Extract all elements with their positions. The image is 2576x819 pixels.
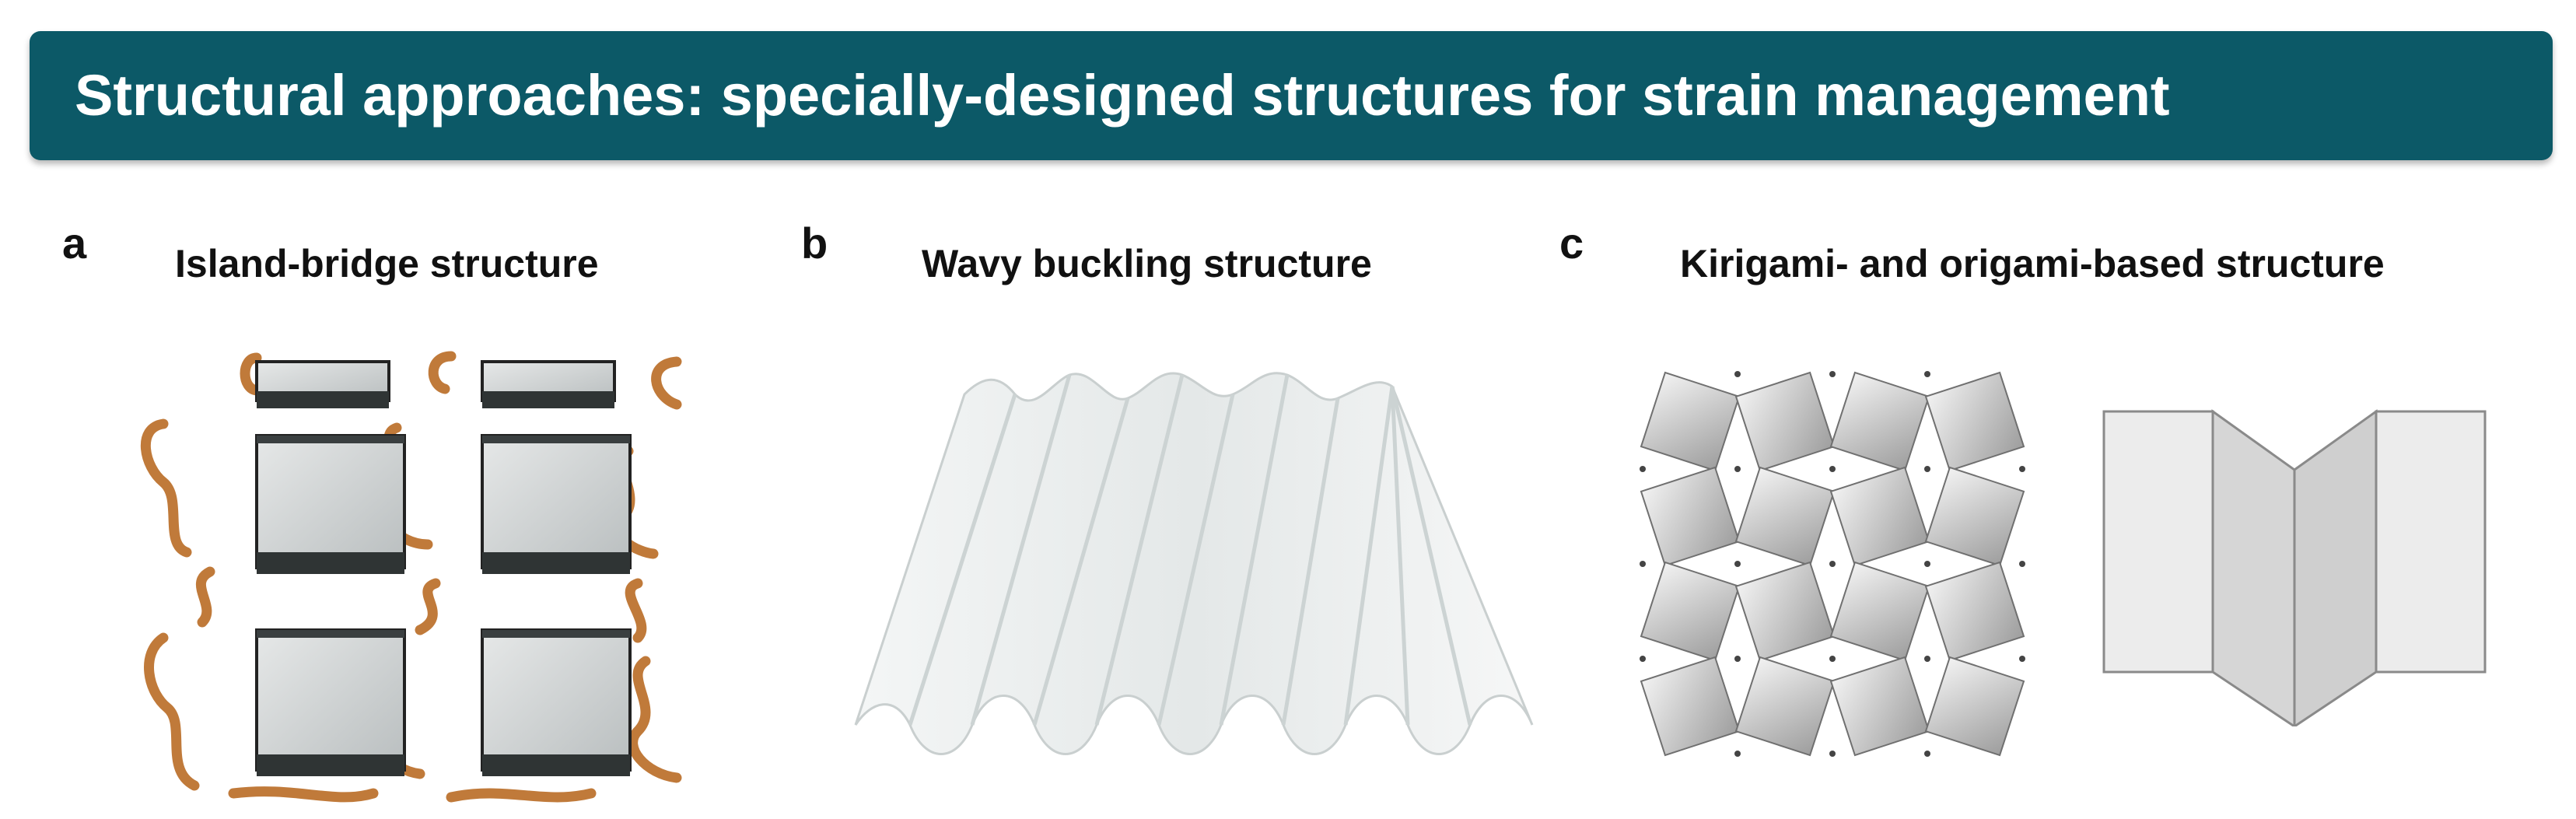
island-bridge-illustration bbox=[140, 351, 682, 803]
title-banner: Structural approaches: specially-designe… bbox=[30, 31, 2553, 160]
hinge-dot bbox=[1734, 466, 1741, 472]
hinge-dot bbox=[1924, 656, 1930, 662]
kirigami-square bbox=[1640, 371, 1741, 472]
hinge-dot bbox=[1734, 656, 1741, 662]
panel-title-a: Island-bridge structure bbox=[175, 242, 599, 285]
kirigami-square bbox=[1924, 656, 2025, 757]
hinge-dot bbox=[1924, 371, 1930, 377]
kirigami-square bbox=[1924, 561, 2025, 662]
kirigami-square bbox=[1829, 561, 1930, 662]
hinge-dot bbox=[1734, 371, 1741, 377]
kirigami-square bbox=[1829, 466, 1930, 567]
panel-letter-c: c bbox=[1559, 219, 1584, 268]
hinge-dot bbox=[1924, 561, 1930, 567]
panel-letter-a: a bbox=[62, 219, 87, 268]
kirigami-square bbox=[1829, 371, 1930, 472]
hinge-dot bbox=[1640, 561, 1646, 567]
origami-folded-panels bbox=[2102, 409, 2487, 726]
hinge-dot bbox=[2019, 656, 2025, 662]
panel-letter-b: b bbox=[801, 219, 828, 268]
hinge-dot bbox=[1734, 561, 1741, 567]
banner-title: Structural approaches: specially-designe… bbox=[75, 63, 2170, 128]
kirigami-square bbox=[1734, 561, 1836, 662]
kirigami-square bbox=[1924, 466, 2025, 567]
hinge-dot bbox=[1924, 466, 1930, 472]
hinge-dot bbox=[1640, 656, 1646, 662]
kirigami-square bbox=[1640, 656, 1741, 757]
rigid-islands bbox=[255, 360, 632, 776]
hinge-dot bbox=[1734, 751, 1741, 757]
hinge-dot bbox=[1829, 466, 1836, 472]
panel-title-c: Kirigami- and origami-based structure bbox=[1680, 242, 2385, 285]
kirigami-rotating-squares bbox=[1640, 371, 2025, 757]
kirigami-square bbox=[1734, 656, 1836, 757]
hinge-dot bbox=[1829, 656, 1836, 662]
hinge-dot bbox=[1829, 751, 1836, 757]
hinge-dot bbox=[1829, 561, 1836, 567]
panel-wavy-buckling: b Wavy buckling structure bbox=[786, 204, 1556, 810]
panel-island-bridge: a Island-bridge structure bbox=[47, 204, 809, 810]
hinge-dot bbox=[2019, 561, 2025, 567]
kirigami-square bbox=[1640, 466, 1741, 567]
kirigami-square bbox=[1829, 656, 1930, 757]
kirigami-square bbox=[1640, 561, 1741, 662]
panel-title-b: Wavy buckling structure bbox=[922, 242, 1372, 285]
hinge-dot bbox=[1640, 466, 1646, 472]
corrugation-ridges bbox=[908, 374, 1472, 726]
kirigami-square bbox=[1924, 371, 2025, 472]
panel-kirigami-origami: c Kirigami- and origami-based structure bbox=[1544, 204, 2555, 810]
kirigami-square bbox=[1734, 371, 1836, 472]
kirigami-square bbox=[1734, 466, 1836, 567]
hinge-dot bbox=[1829, 371, 1836, 377]
wavy-buckling-illustration bbox=[848, 320, 1540, 795]
hinge-dot bbox=[1924, 751, 1930, 757]
hinge-dot bbox=[2019, 466, 2025, 472]
